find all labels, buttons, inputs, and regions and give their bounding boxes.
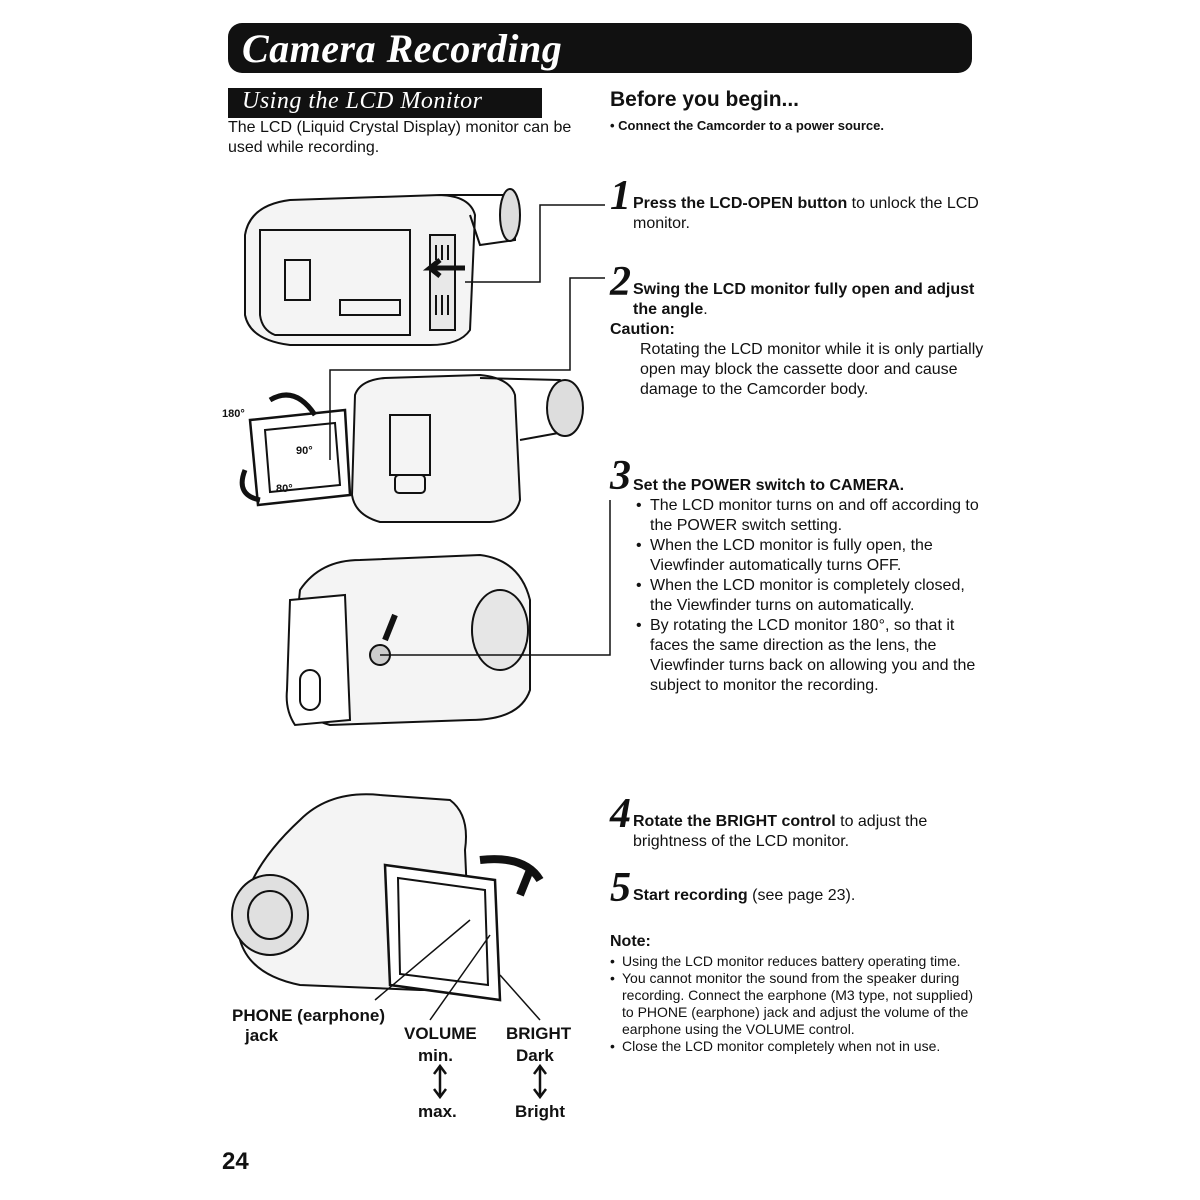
list-item: When the LCD monitor is fully open, the … xyxy=(632,536,990,576)
camcorder-open-illustration xyxy=(239,277,605,523)
volume-min-label: min. xyxy=(418,1046,453,1065)
step-bold-text: Press the LCD-OPEN button xyxy=(633,195,848,212)
section-intro: The LCD (Liquid Crystal Display) monitor… xyxy=(228,119,572,156)
step-number: 3 xyxy=(610,453,631,499)
list-item: By rotating the LCD monitor 180°, so tha… xyxy=(632,616,990,696)
camcorder-power-switch-illustration xyxy=(285,500,611,727)
angle-90-label: 90° xyxy=(296,445,313,457)
step-5: 5 Start recording (see page 23). xyxy=(610,865,990,911)
phone-label-jack: jack xyxy=(245,1026,279,1045)
angle-80-label: 80° xyxy=(276,483,293,495)
caution-heading: Caution: xyxy=(610,321,675,338)
step-number: 1 xyxy=(610,173,631,219)
step-2: 2 Swing the LCD monitor fully open and a… xyxy=(610,259,990,400)
bright-label: BRIGHT xyxy=(506,1024,572,1043)
step-3-bullets: The LCD monitor turns on and off accordi… xyxy=(610,496,990,696)
page-title: Camera Recording xyxy=(242,26,563,71)
step-bold-text: Swing the LCD monitor fully open and adj… xyxy=(633,281,975,318)
volume-label: VOLUME xyxy=(404,1024,477,1043)
section-title-bar: Using the LCD Monitor xyxy=(228,88,542,118)
note-list: Using the LCD monitor reduces battery op… xyxy=(610,953,980,1055)
step-bold-text: Set the POWER switch to CAMERA. xyxy=(633,477,905,494)
bright-dark-label: Dark xyxy=(516,1046,554,1065)
step-number: 2 xyxy=(610,259,631,305)
step-3: 3 Set the POWER switch to CAMERA. The LC… xyxy=(610,453,990,696)
list-item: When the LCD monitor is completely close… xyxy=(632,576,990,616)
step-bold-text: Start recording xyxy=(633,887,748,904)
step-bold-text: Rotate the BRIGHT control xyxy=(633,813,836,830)
list-item: You cannot monitor the sound from the sp… xyxy=(610,970,980,1038)
camcorder-closed-illustration xyxy=(244,188,605,346)
step-text: to unlock the LCD monitor. xyxy=(633,195,979,232)
section-title: Using the LCD Monitor xyxy=(242,88,483,114)
step-number: 4 xyxy=(610,791,631,837)
before-heading: Before you begin... xyxy=(610,88,800,111)
step-number: 5 xyxy=(610,865,631,911)
page-number: 24 xyxy=(222,1148,249,1175)
list-item: Using the LCD monitor reduces battery op… xyxy=(610,953,980,970)
step-text: . xyxy=(703,301,708,318)
camcorder-controls-illustration xyxy=(231,793,547,1100)
before-item: • Connect the Camcorder to a power sourc… xyxy=(610,118,884,133)
step-1: 1 Press the LCD-OPEN button to unlock th… xyxy=(610,173,990,234)
step-text: (see page 23). xyxy=(747,887,856,904)
page-title-bar: Camera Recording xyxy=(228,23,972,73)
bright-bright-label: Bright xyxy=(515,1102,566,1121)
list-item: Close the LCD monitor completely when no… xyxy=(610,1038,980,1055)
caution-body: Rotating the LCD monitor while it is onl… xyxy=(640,341,984,398)
phone-label: PHONE (earphone) xyxy=(232,1006,386,1025)
volume-max-label: max. xyxy=(418,1102,457,1121)
step-text: to adjust the brightness of the LCD moni… xyxy=(633,813,928,850)
step-4: 4 Rotate the BRIGHT control to adjust th… xyxy=(610,791,990,852)
angle-180-label: 180° xyxy=(222,408,245,420)
list-item: The LCD monitor turns on and off accordi… xyxy=(632,496,990,536)
note-heading: Note: xyxy=(610,933,651,950)
